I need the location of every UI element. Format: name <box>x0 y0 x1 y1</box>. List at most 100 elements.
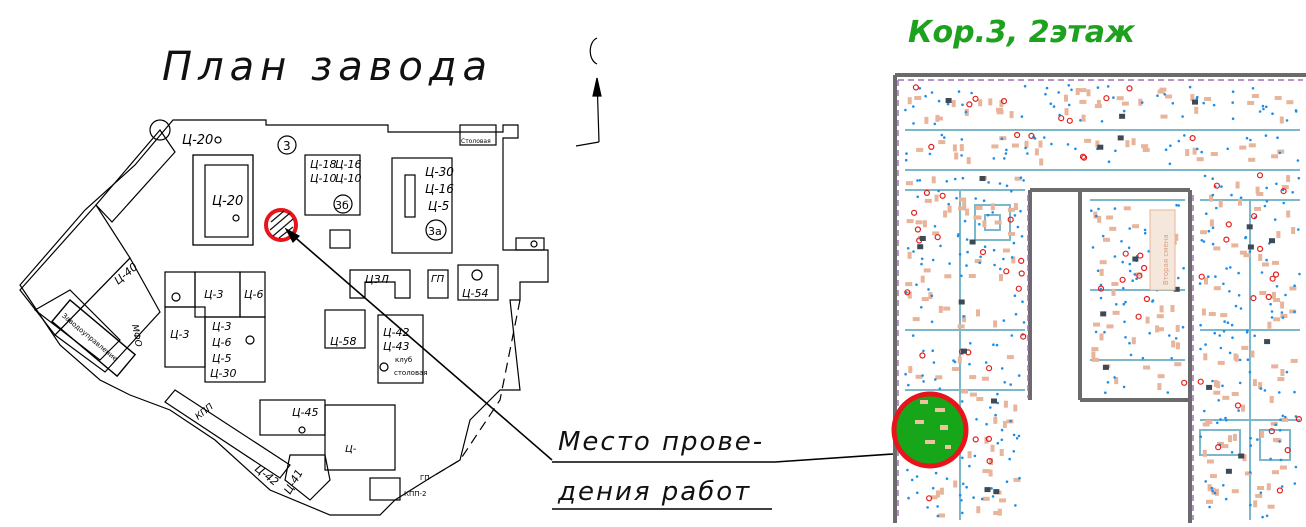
blue-point <box>933 122 937 126</box>
blue-point <box>1147 250 1150 253</box>
blue-point <box>1018 476 1021 480</box>
furniture-block <box>1009 111 1014 119</box>
furniture-block <box>935 490 940 498</box>
furniture-block <box>1143 365 1151 370</box>
blue-point <box>1044 92 1047 96</box>
furniture-block <box>1192 147 1197 155</box>
furniture-block <box>1279 116 1284 124</box>
red-point <box>1140 264 1148 272</box>
furniture-block <box>1003 400 1008 408</box>
furniture-block <box>1156 314 1164 319</box>
blue-point <box>1294 110 1298 113</box>
furniture-block <box>967 451 972 459</box>
blue-point <box>1026 152 1029 155</box>
blue-point <box>1216 421 1219 425</box>
equipment-block <box>1173 286 1180 292</box>
blue-point <box>904 108 907 112</box>
furniture-block <box>1280 369 1285 376</box>
furniture-block <box>943 306 951 311</box>
blue-point <box>1221 384 1224 388</box>
blue-point <box>965 238 969 241</box>
furniture-block <box>1291 227 1296 234</box>
red-point <box>1000 97 1008 105</box>
furniture-block <box>1099 260 1107 265</box>
furniture-block <box>1222 395 1230 400</box>
furniture-block <box>1159 305 1164 313</box>
furniture-block <box>1106 324 1114 329</box>
blue-point <box>1183 134 1186 137</box>
furniture-block <box>958 206 966 211</box>
blue-point <box>1135 277 1138 281</box>
furniture-block <box>974 259 982 264</box>
blue-point <box>1279 418 1282 422</box>
furniture-block <box>906 219 914 224</box>
furniture-block <box>959 197 967 202</box>
furniture-block <box>1156 327 1164 332</box>
furniture-block <box>915 220 923 225</box>
blue-point <box>992 343 995 347</box>
furniture-block <box>1132 224 1140 229</box>
blue-point <box>991 211 994 214</box>
blue-point <box>1043 136 1046 139</box>
blue-point <box>1050 142 1053 146</box>
blue-point <box>1293 482 1297 485</box>
furniture-block <box>923 268 931 273</box>
blue-point <box>939 244 942 248</box>
furniture-block <box>1244 471 1252 476</box>
blue-point <box>924 94 927 98</box>
blue-point <box>1296 159 1300 162</box>
furniture-block <box>1034 148 1039 156</box>
blue-point <box>1265 200 1269 203</box>
furniture-block <box>1271 154 1279 159</box>
blue-point <box>999 267 1002 271</box>
blue-point <box>1123 320 1126 324</box>
furniture-block <box>1190 94 1195 102</box>
blue-point <box>1251 87 1255 90</box>
blue-point <box>1014 504 1017 507</box>
floor-points-blue <box>904 84 1301 519</box>
red-point <box>904 289 911 296</box>
furniture-block <box>1220 313 1228 318</box>
furniture-block <box>996 107 1003 112</box>
blue-point <box>960 138 964 141</box>
blue-point <box>1196 147 1199 151</box>
blue-point <box>1230 451 1234 454</box>
kpp-label: КПП <box>194 402 216 422</box>
red-point <box>1143 295 1151 303</box>
blue-point <box>968 362 971 366</box>
furniture-block <box>1135 272 1143 277</box>
blue-point <box>1000 438 1004 442</box>
blue-point <box>972 496 975 499</box>
furniture-block <box>938 305 943 313</box>
blue-point <box>931 258 935 262</box>
furniture-block <box>1286 100 1294 105</box>
blue-point <box>1175 203 1178 207</box>
furniture-block <box>1210 152 1218 156</box>
blue-point <box>1245 136 1249 140</box>
blue-point <box>1231 90 1235 93</box>
blue-point <box>1249 444 1253 447</box>
equipment-block <box>1264 339 1271 345</box>
red-point <box>1256 172 1264 179</box>
furniture-block <box>934 194 939 202</box>
c54-label: Ц-54 <box>462 287 489 300</box>
blue-point <box>1205 212 1208 215</box>
furniture-block <box>1093 322 1101 327</box>
furniture-block <box>1091 351 1096 359</box>
furniture-block <box>951 367 959 371</box>
furniture-block <box>1106 215 1114 220</box>
furniture-block <box>1267 504 1275 509</box>
blue-point <box>1003 381 1006 384</box>
blue-point <box>1278 151 1282 155</box>
furniture-block <box>1289 286 1297 291</box>
furniture-block <box>968 274 976 278</box>
blue-point <box>1298 272 1301 276</box>
blue-point <box>1220 185 1223 188</box>
furniture-block <box>1011 256 1016 264</box>
blue-point <box>1143 231 1147 235</box>
furniture-block <box>1095 140 1100 148</box>
furniture-block <box>966 157 971 165</box>
furniture-block <box>947 205 952 213</box>
stolovaya-mid-label: столовая <box>394 369 428 377</box>
blue-point <box>1014 312 1018 316</box>
